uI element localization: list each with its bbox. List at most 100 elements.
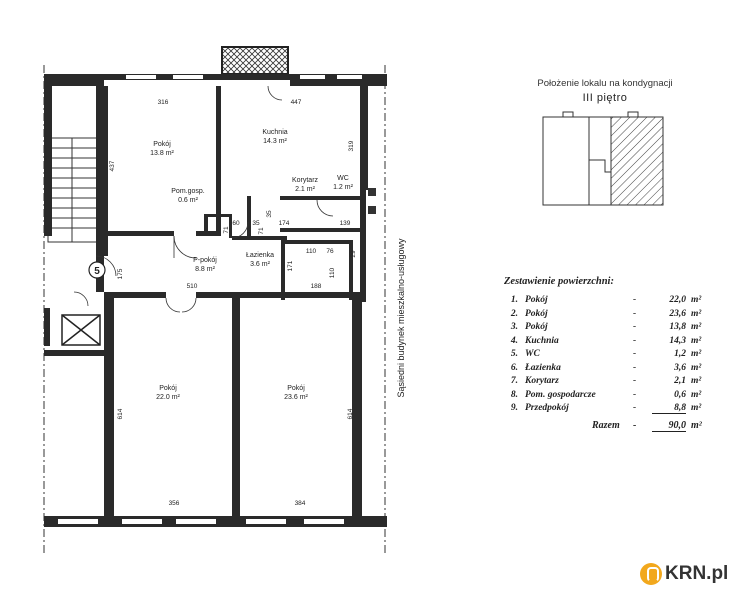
side-label: Sąsiedni budynek mieszkalno-usługowy bbox=[396, 238, 406, 398]
dimension-label: 110 bbox=[329, 267, 336, 278]
row-name: Korytarz bbox=[525, 376, 559, 386]
room-name-pokoj-right: Pokój bbox=[287, 385, 305, 392]
row-dash: - bbox=[633, 376, 637, 386]
row-dash: - bbox=[633, 349, 637, 359]
room-name-lazienka: Łazienka bbox=[246, 252, 274, 259]
room-area-ppokoj: 8.8 m² bbox=[195, 266, 216, 273]
row-number: 7. bbox=[510, 376, 518, 386]
location-info: Położenie lokalu na kondygnacji III pięt… bbox=[500, 78, 710, 104]
row-value: 1,2 bbox=[674, 349, 686, 359]
stair-number-circle bbox=[88, 261, 106, 279]
row-number: 4. bbox=[510, 335, 518, 346]
dimension-label: 76 bbox=[326, 248, 334, 255]
dimension-label: 447 bbox=[291, 99, 302, 106]
dimension-label: 139 bbox=[340, 220, 351, 227]
dimension-label: 316 bbox=[158, 99, 169, 106]
row-value: 22,0 bbox=[669, 295, 686, 305]
location-map bbox=[542, 111, 664, 206]
dimension-label: 188 bbox=[311, 283, 322, 290]
dimension-label: 614 bbox=[117, 408, 124, 419]
row-number: 6. bbox=[510, 362, 518, 373]
row-name: Łazienka bbox=[525, 362, 561, 373]
row-dash: - bbox=[633, 389, 637, 400]
row-value: 0,6 bbox=[674, 389, 686, 400]
exterior-wall-top bbox=[44, 74, 387, 86]
walls bbox=[44, 86, 368, 516]
staircase bbox=[47, 137, 99, 243]
room-area-pokoj-right: 23.6 m² bbox=[284, 394, 308, 401]
dimension-label: 384 bbox=[295, 500, 306, 507]
row-dash: - bbox=[633, 403, 637, 413]
total-label: Razem bbox=[592, 419, 620, 431]
krn-logo-icon bbox=[640, 563, 662, 585]
row-value: 3,6 bbox=[674, 362, 686, 373]
dimension-label: 319 bbox=[348, 140, 355, 151]
doors bbox=[73, 85, 334, 313]
room-area-pom-gosp: 0.6 m² bbox=[178, 197, 199, 204]
krn-watermark: KRN.pl bbox=[640, 561, 728, 587]
dimension-label: 110 bbox=[306, 248, 317, 255]
room-area-kuchnia: 14.3 m² bbox=[263, 138, 287, 145]
row-unit: m² bbox=[691, 376, 702, 386]
row-unit: m² bbox=[691, 335, 702, 346]
row-dash: - bbox=[633, 335, 637, 346]
row-value: 8,8 bbox=[652, 403, 686, 414]
total-dash: - bbox=[633, 419, 637, 431]
row-unit: m² bbox=[691, 295, 702, 305]
row-dash: - bbox=[633, 362, 637, 373]
krn-logo-text: KRN.pl bbox=[665, 563, 729, 584]
row-unit: m² bbox=[691, 389, 702, 400]
dimension-label: 71 bbox=[223, 226, 230, 234]
row-number: 9. bbox=[510, 403, 518, 413]
row-unit: m² bbox=[691, 322, 702, 332]
row-dash: - bbox=[633, 308, 637, 319]
dimension-label: 35 bbox=[266, 210, 273, 218]
dimension-label: 510 bbox=[187, 283, 198, 290]
row-number: 2. bbox=[510, 308, 518, 319]
row-name: Pokój bbox=[525, 295, 548, 305]
dimension-label: 356 bbox=[169, 500, 180, 507]
dimension-label: 174 bbox=[279, 220, 290, 227]
room-area-pokoj-small: 13.8 m² bbox=[150, 150, 174, 157]
row-name: Przedpokój bbox=[525, 403, 569, 413]
summary-row: 9. Przedpokój - 8,8 m² bbox=[504, 403, 704, 417]
dimension-label: 171 bbox=[287, 260, 294, 271]
dimension-label: 35 bbox=[252, 220, 260, 227]
row-unit: m² bbox=[691, 308, 702, 319]
elevator bbox=[61, 314, 101, 346]
row-number: 5. bbox=[510, 349, 518, 359]
total-value: 90,0 bbox=[652, 420, 686, 432]
row-name: Pokój bbox=[525, 308, 548, 319]
location-floor: III piętro bbox=[582, 92, 628, 104]
room-area-korytarz: 2.1 m² bbox=[295, 186, 316, 193]
dimension-label: 71 bbox=[258, 227, 265, 235]
room-area-lazienka: 3.6 m² bbox=[250, 261, 271, 268]
room-name-pokoj-left: Pokój bbox=[159, 385, 177, 392]
dimension-label: 60 bbox=[232, 220, 240, 227]
row-unit: m² bbox=[691, 403, 702, 413]
location-title: Położenie lokalu na kondygnacji bbox=[537, 78, 673, 89]
row-name: Pom. gospodarcze bbox=[525, 389, 596, 400]
summary-row: 6. Łazienka - 3,6 m² bbox=[504, 363, 704, 377]
room-name-korytarz: Korytarz bbox=[292, 177, 319, 184]
total-unit: m² bbox=[691, 419, 702, 431]
summary-row: 8. Pom. gospodarcze - 0,6 m² bbox=[504, 390, 704, 404]
row-name: Pokój bbox=[525, 322, 548, 332]
row-number: 8. bbox=[510, 389, 518, 400]
dimension-label: 614 bbox=[347, 408, 354, 419]
room-area-pokoj-left: 22.0 m² bbox=[156, 394, 180, 401]
row-value: 14,3 bbox=[669, 335, 686, 346]
row-dash: - bbox=[633, 295, 637, 305]
summary-total: Razem - 90,0 m² bbox=[504, 420, 704, 434]
room-name-kuchnia: Kuchnia bbox=[262, 129, 287, 136]
room-area-wc: 1.2 m² bbox=[333, 184, 354, 191]
summary-title: Zestawienie powierzchni: bbox=[504, 276, 614, 287]
row-unit: m² bbox=[691, 362, 702, 373]
